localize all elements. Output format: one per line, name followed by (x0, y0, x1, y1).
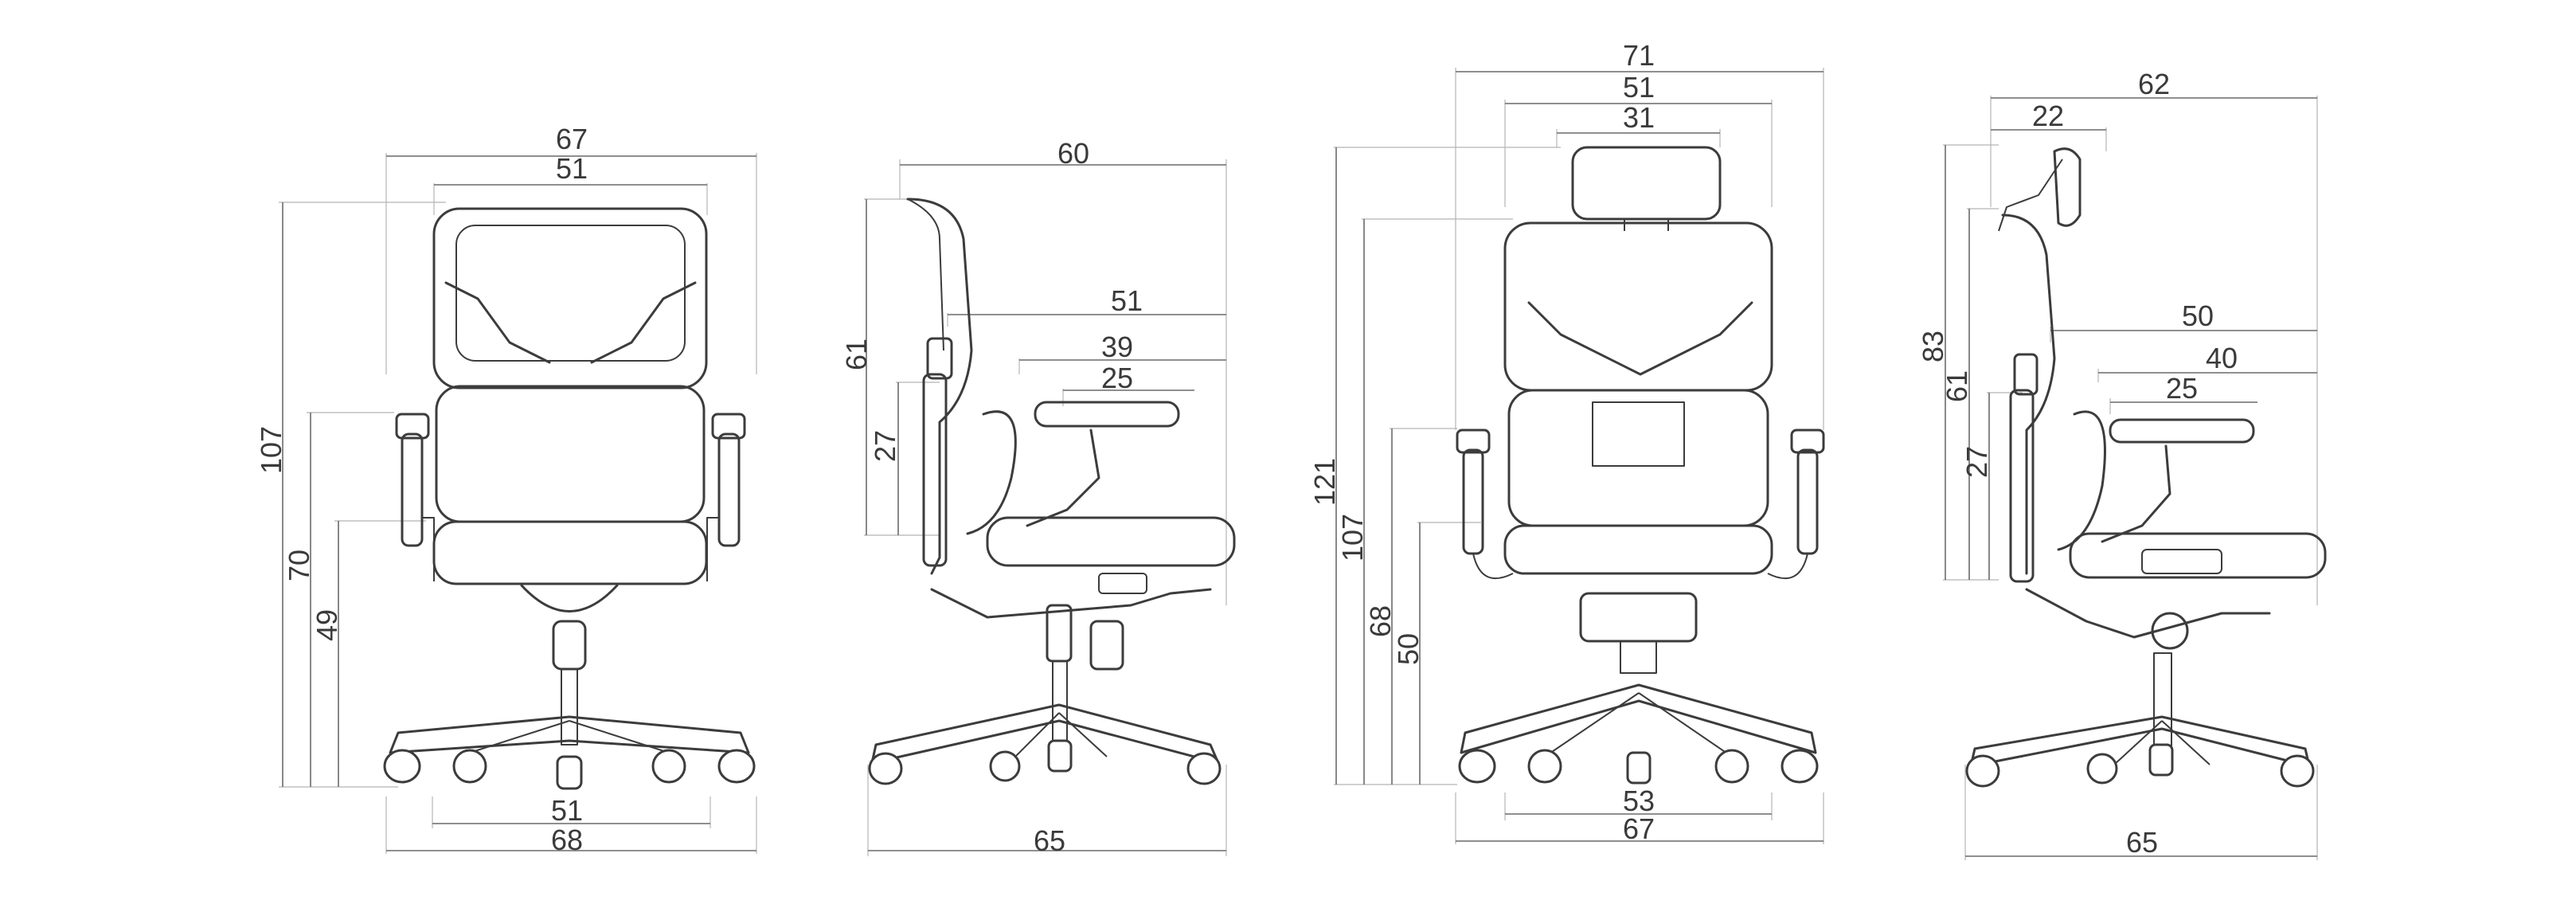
front-standard-base-width-label: 68 (551, 824, 583, 856)
front-headrest-overall-width-label: 71 (1623, 39, 1655, 72)
front-headrest-armrest-height-label: 68 (1364, 605, 1397, 637)
side-headrest-headrest-depth-label: 22 (2032, 100, 2064, 132)
side-standard-overall-depth-label: 60 (1057, 137, 1089, 170)
front-headrest-base-width-label: 67 (1623, 812, 1655, 845)
front-standard-total-height-label: 107 (255, 426, 287, 474)
side-headrest-armrest-depth-label: 40 (2206, 342, 2238, 374)
side-standard-backrest-height-label: 61 (840, 339, 873, 370)
side-headrest-view: 62 22 50 40 25 83 61 27 65 (1917, 68, 2327, 860)
front-headrest-seat-height-label: 50 (1392, 633, 1425, 665)
front-headrest-wheelbase-label: 53 (1623, 785, 1655, 817)
side-standard-chair (868, 198, 1236, 785)
side-standard-seat-depth-label: 51 (1111, 284, 1143, 317)
front-standard-wheelbase-label: 51 (551, 794, 583, 827)
front-headrest-backrest-width-label: 51 (1623, 71, 1655, 104)
front-standard-view: 67 51 107 70 49 51 68 (255, 123, 757, 856)
side-headrest-armrest-above-seat-label: 27 (1960, 446, 1993, 478)
side-headrest-overall-depth-label: 62 (2138, 68, 2170, 100)
front-standard-overall-width-label: 67 (556, 123, 588, 155)
side-headrest-base-depth-label: 65 (2126, 826, 2158, 859)
front-standard-seat-height-label: 49 (311, 609, 343, 641)
front-headrest-view: 71 51 31 121 107 68 50 53 67 (1308, 39, 1825, 845)
side-headrest-back-with-headrest-label: 83 (1917, 331, 1949, 362)
front-standard-armrest-height-label: 70 (283, 550, 315, 581)
side-standard-armrest-pad-label: 25 (1101, 362, 1133, 394)
front-headrest-total-height-label: 121 (1308, 458, 1341, 506)
side-headrest-seat-depth-label: 50 (2182, 299, 2214, 332)
front-headrest-chair (1456, 146, 1825, 785)
side-standard-view: 60 51 39 25 61 27 65 (840, 137, 1236, 857)
side-headrest-backrest-height-label: 61 (1941, 370, 1973, 402)
side-standard-armrest-above-seat-label: 27 (869, 430, 901, 462)
side-headrest-chair (1965, 147, 2327, 788)
side-standard-base-depth-label: 65 (1034, 824, 1065, 857)
front-headrest-headrest-width-label: 31 (1623, 101, 1655, 134)
side-headrest-armrest-pad-label: 25 (2166, 372, 2198, 405)
front-standard-backrest-width-label: 51 (556, 152, 588, 185)
side-standard-armrest-depth-label: 39 (1101, 331, 1133, 363)
front-standard-chair (383, 207, 756, 790)
front-headrest-back-top-height-label: 107 (1336, 514, 1369, 562)
